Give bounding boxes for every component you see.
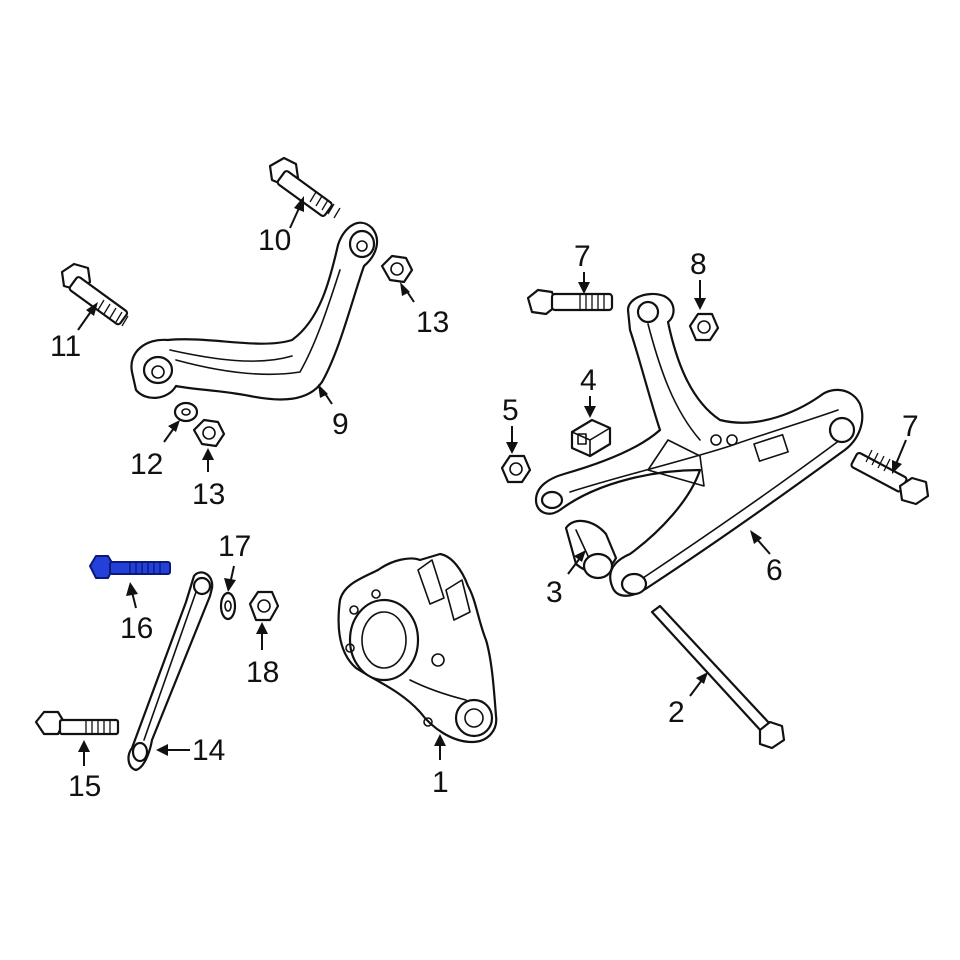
part-5-nut[interactable] <box>500 454 532 484</box>
part-7-bolt-right[interactable] <box>850 449 930 506</box>
callout-3: 3 <box>546 576 563 609</box>
callout-9: 9 <box>332 408 349 441</box>
part-3-bushing-sleeve[interactable] <box>564 519 618 580</box>
part-6-lower-control-arm[interactable] <box>534 292 864 597</box>
part-11-bolt[interactable] <box>60 262 129 327</box>
callout-6: 6 <box>766 554 783 587</box>
part-17-washer[interactable] <box>219 591 237 621</box>
part-7-bolt-top[interactable] <box>526 288 614 316</box>
part-2-long-bolt[interactable] <box>650 604 786 750</box>
callout-8: 8 <box>690 248 707 281</box>
callout-13-upper: 13 <box>416 306 449 339</box>
callout-16: 16 <box>120 612 153 645</box>
callout-12: 12 <box>130 448 163 481</box>
callout-4: 4 <box>580 364 597 397</box>
callout-2: 2 <box>668 696 685 729</box>
part-13-nut-lower[interactable] <box>192 418 226 448</box>
part-15-bolt[interactable] <box>34 710 120 736</box>
part-1-knuckle[interactable] <box>337 552 498 744</box>
part-16-bolt-highlighted[interactable] <box>89 555 171 579</box>
callout-15: 15 <box>68 770 101 803</box>
callout-1: 1 <box>432 766 449 799</box>
part-8-nut[interactable] <box>688 312 720 342</box>
callout-7-right: 7 <box>902 410 919 443</box>
callout-11: 11 <box>50 330 81 363</box>
callout-labels: 10 11 13 9 12 13 7 8 4 5 7 6 3 2 1 17 18… <box>50 224 919 803</box>
callout-14: 14 <box>192 734 225 767</box>
leader-lines <box>77 196 907 766</box>
part-13-nut-upper[interactable] <box>380 254 414 284</box>
callout-10: 10 <box>258 224 291 257</box>
callout-18: 18 <box>246 656 279 689</box>
callout-5: 5 <box>502 394 519 427</box>
callout-7-top: 7 <box>574 240 591 273</box>
part-12-washer[interactable] <box>173 401 199 423</box>
part-9-upper-control-arm[interactable] <box>130 221 379 401</box>
callout-13-lower: 13 <box>192 478 225 511</box>
part-4-bushing[interactable] <box>570 418 612 458</box>
part-14-link[interactable] <box>127 571 214 772</box>
callout-17: 17 <box>218 530 251 563</box>
part-10-bolt[interactable] <box>268 156 341 219</box>
part-18-nut[interactable] <box>248 590 280 622</box>
